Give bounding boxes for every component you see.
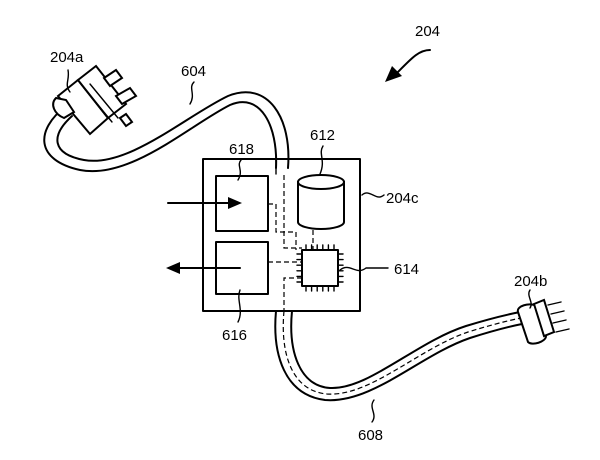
label-618: 618: [229, 141, 254, 158]
label-204c: 204c: [386, 190, 419, 207]
label-616: 616: [222, 327, 247, 344]
label-608: 608: [358, 427, 383, 444]
label-204: 204: [415, 23, 440, 40]
device-pointer-arrow-icon: [385, 49, 431, 82]
reference-labels: 204 204a 604 612 618 204c 614 616 204b 6…: [50, 23, 547, 444]
leader-lines: [66, 69, 532, 423]
internal-connections: [268, 175, 314, 311]
plug-204a-icon: [52, 64, 138, 136]
label-604: 604: [181, 63, 206, 80]
power-cord-608: [274, 310, 523, 402]
processor-614-icon: [296, 244, 344, 292]
housing-204c: [202, 158, 361, 312]
label-614: 614: [394, 261, 419, 278]
storage-612-icon: [297, 174, 345, 230]
power-cord-604: [43, 91, 290, 173]
label-204a: 204a: [50, 49, 84, 66]
label-204b: 204b: [514, 273, 547, 290]
plug-204b-icon: [516, 298, 570, 345]
output-arrow-icon: [166, 262, 241, 274]
label-612: 612: [310, 127, 335, 144]
input-arrow-icon: [167, 197, 242, 209]
